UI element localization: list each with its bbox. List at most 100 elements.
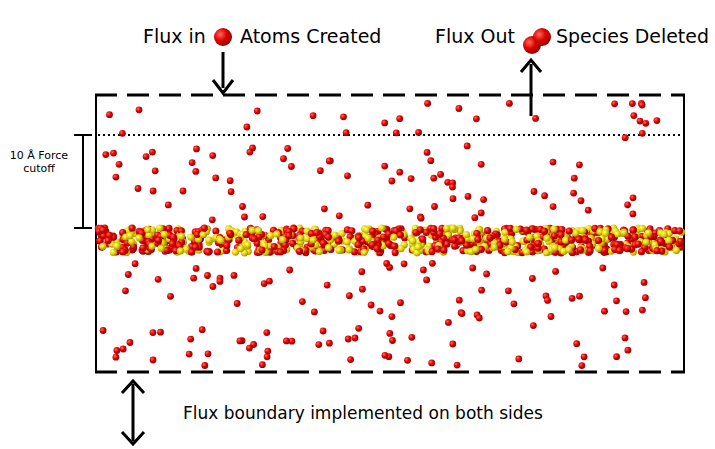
- atom: [576, 293, 583, 300]
- atom: [157, 329, 164, 336]
- atom: [336, 247, 343, 254]
- atom: [386, 330, 393, 337]
- dimension-label: 10 Å Force cutoff: [6, 150, 72, 175]
- atom: [420, 267, 427, 274]
- atom: [531, 188, 538, 195]
- atom: [223, 242, 230, 249]
- atom: [237, 338, 244, 345]
- atom: [505, 287, 512, 294]
- atom: [345, 336, 352, 343]
- atom: [167, 293, 174, 300]
- text-label: Flux in: [143, 26, 206, 48]
- atom: [263, 329, 270, 336]
- atom: [359, 286, 366, 293]
- atom: [465, 193, 472, 200]
- atom: [637, 118, 644, 125]
- atom: [186, 351, 193, 358]
- text-label: Species Deleted: [556, 26, 709, 48]
- atom: [116, 161, 123, 168]
- atom: [635, 241, 642, 248]
- atom: [428, 360, 435, 367]
- atom: [642, 120, 649, 127]
- atom: [346, 292, 353, 299]
- atom: [484, 227, 491, 234]
- atom: [155, 276, 162, 283]
- atom: [643, 239, 650, 246]
- atom: [529, 275, 536, 282]
- atom: [169, 240, 176, 247]
- atom: [249, 227, 256, 234]
- atom: [450, 195, 457, 202]
- molecule-icon: [533, 28, 551, 46]
- atom: [577, 247, 584, 254]
- atom: [430, 225, 437, 232]
- atom: [622, 335, 629, 342]
- atom: [235, 237, 242, 244]
- atom: [178, 233, 185, 240]
- atom: [458, 237, 465, 244]
- atom: [418, 215, 425, 222]
- atom: [325, 244, 332, 251]
- flux-in-arrow: [213, 52, 233, 93]
- atom: [217, 278, 224, 285]
- atom: [501, 236, 508, 243]
- atom: [613, 353, 620, 360]
- atom: [165, 202, 172, 209]
- atom: [135, 185, 142, 192]
- atom: [239, 203, 246, 210]
- atom: [227, 230, 234, 237]
- atom: [347, 356, 354, 363]
- atom: [478, 287, 485, 294]
- atom: [639, 225, 646, 232]
- atom: [355, 325, 362, 332]
- atom: [630, 227, 637, 234]
- atom: [622, 134, 629, 141]
- atom: [170, 234, 177, 241]
- atom: [325, 234, 332, 241]
- atom: [255, 227, 262, 234]
- atom: [551, 232, 558, 239]
- atom: [392, 243, 399, 250]
- atom: [543, 235, 550, 242]
- atom: [611, 282, 618, 289]
- atom: [340, 113, 347, 120]
- atom: [391, 243, 398, 250]
- atom: [608, 234, 615, 241]
- atom: [381, 120, 388, 127]
- atom: [541, 192, 548, 199]
- atom: [478, 161, 485, 168]
- atom: [127, 232, 134, 239]
- atom: [624, 245, 631, 252]
- atom: [620, 229, 627, 236]
- atom: [478, 210, 485, 217]
- atom: [397, 231, 404, 238]
- atom: [623, 308, 630, 315]
- note-label: Flux boundary implemented on both sides: [183, 404, 543, 424]
- atom: [288, 163, 295, 170]
- atom: [625, 347, 632, 354]
- atom: [273, 230, 280, 237]
- atom: [409, 237, 416, 244]
- atom: [214, 248, 221, 255]
- atom: [277, 248, 284, 255]
- atom: [483, 271, 490, 278]
- gas-atoms: [100, 100, 661, 369]
- atom: [417, 226, 424, 233]
- atom: [158, 245, 165, 252]
- atom: [119, 248, 126, 255]
- atom: [552, 268, 559, 275]
- atom: [471, 214, 478, 221]
- atom: [336, 212, 343, 219]
- atom: [430, 175, 437, 182]
- atom: [408, 175, 415, 182]
- atom: [532, 115, 539, 122]
- atom: [630, 211, 637, 218]
- atom: [106, 111, 113, 118]
- atom: [199, 326, 206, 333]
- atom: [193, 146, 200, 153]
- atom: [139, 244, 146, 251]
- atom: [381, 163, 388, 170]
- atom: [397, 299, 404, 306]
- atom: [259, 213, 266, 220]
